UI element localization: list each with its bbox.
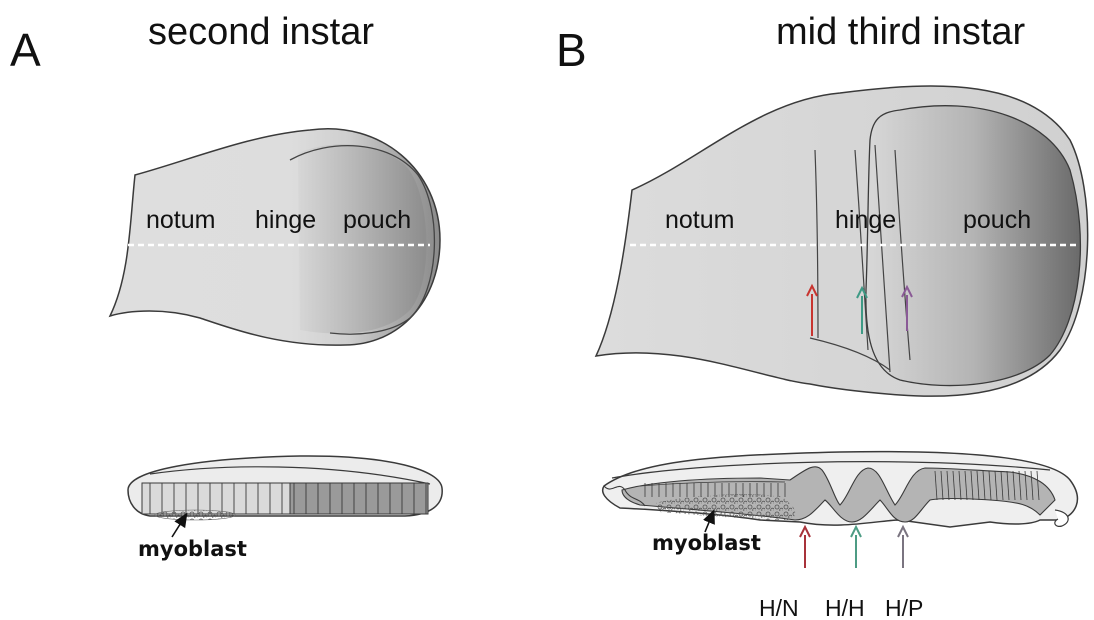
lower-arrow-hn bbox=[800, 527, 810, 568]
panel-b-letter: B bbox=[556, 24, 587, 76]
panel-b-myoblast-arrow bbox=[705, 515, 712, 532]
panel-a-myoblast-arrow bbox=[172, 518, 184, 537]
panel-a-title: second instar bbox=[148, 11, 374, 53]
panel-b-notum-label: notum bbox=[665, 206, 734, 234]
panel-b-myoblast-label: myoblast bbox=[652, 531, 761, 555]
panel-b-pouch-label: pouch bbox=[963, 206, 1031, 234]
fold-label-hn: H/N bbox=[759, 595, 799, 620]
panel-a-myoblast-label: myoblast bbox=[138, 537, 247, 561]
panel-b-hinge-label: hinge bbox=[835, 206, 896, 234]
panel-a-pouch bbox=[298, 144, 426, 333]
panel-a-letter: A bbox=[10, 24, 41, 76]
panel-a-hinge-label: hinge bbox=[255, 206, 316, 234]
fold-label-hh: H/H bbox=[825, 595, 865, 620]
panel-b-title: mid third instar bbox=[776, 11, 1026, 53]
panel-b-cross-section bbox=[603, 452, 1078, 527]
fold-label-hp: H/P bbox=[885, 595, 923, 620]
lower-arrow-hh bbox=[851, 527, 861, 568]
panel-a-cross-section bbox=[128, 456, 442, 520]
lower-arrow-hp bbox=[898, 527, 908, 568]
panel-a-pouch-label: pouch bbox=[343, 206, 411, 234]
panel-a-notum-label: notum bbox=[146, 206, 215, 234]
